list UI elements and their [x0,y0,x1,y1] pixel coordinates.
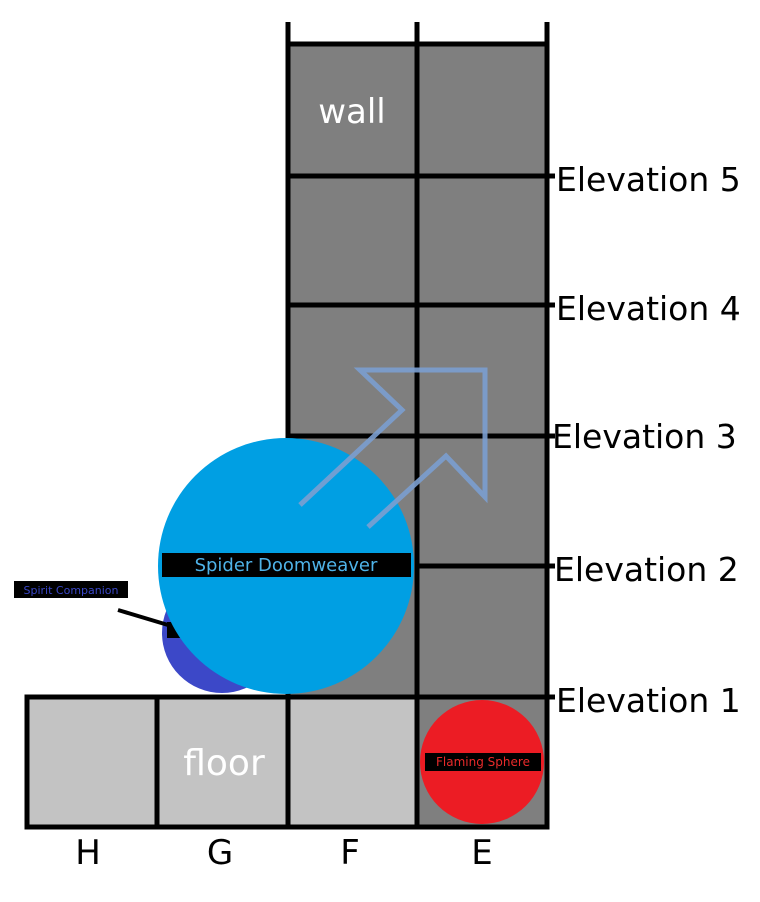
spider-doomweaver-label-box [162,553,411,577]
elevation-5-label: Elevation 5 [556,160,741,199]
elevation-4-label: Elevation 4 [556,289,741,328]
column-label-h: H [75,833,101,873]
movement-arrow-icon [298,367,488,529]
movement-arrow-outline [298,367,488,529]
elevation-3-label: Elevation 3 [552,417,737,456]
column-label-g: G [207,833,233,873]
spider-doomweaver-label: Spider Doomweaver [195,555,378,576]
spirit-companion-pointer [117,608,169,627]
floor-label: floor [183,743,265,784]
flaming-sphere-token[interactable]: Flaming Sphere [420,700,544,824]
floor-area [27,697,417,827]
elevation-labels: Elevation 5 Elevation 4 Elevation 3 Elev… [552,160,741,720]
column-labels: H G F E [75,833,493,873]
flaming-sphere-label: Flaming Sphere [436,755,530,769]
spider-doomweaver-token[interactable]: Spider Doomweaver [158,438,414,694]
wall-label: wall [318,92,386,132]
column-label-f: F [340,833,360,873]
column-label-e: E [471,833,492,873]
spirit-companion-label: Spirit Companion [24,584,119,597]
elevation-1-label: Elevation 1 [556,681,741,720]
spirit-companion-label-box [14,581,128,598]
flaming-sphere-label-box [425,753,541,771]
elevation-2-label: Elevation 2 [554,550,739,589]
